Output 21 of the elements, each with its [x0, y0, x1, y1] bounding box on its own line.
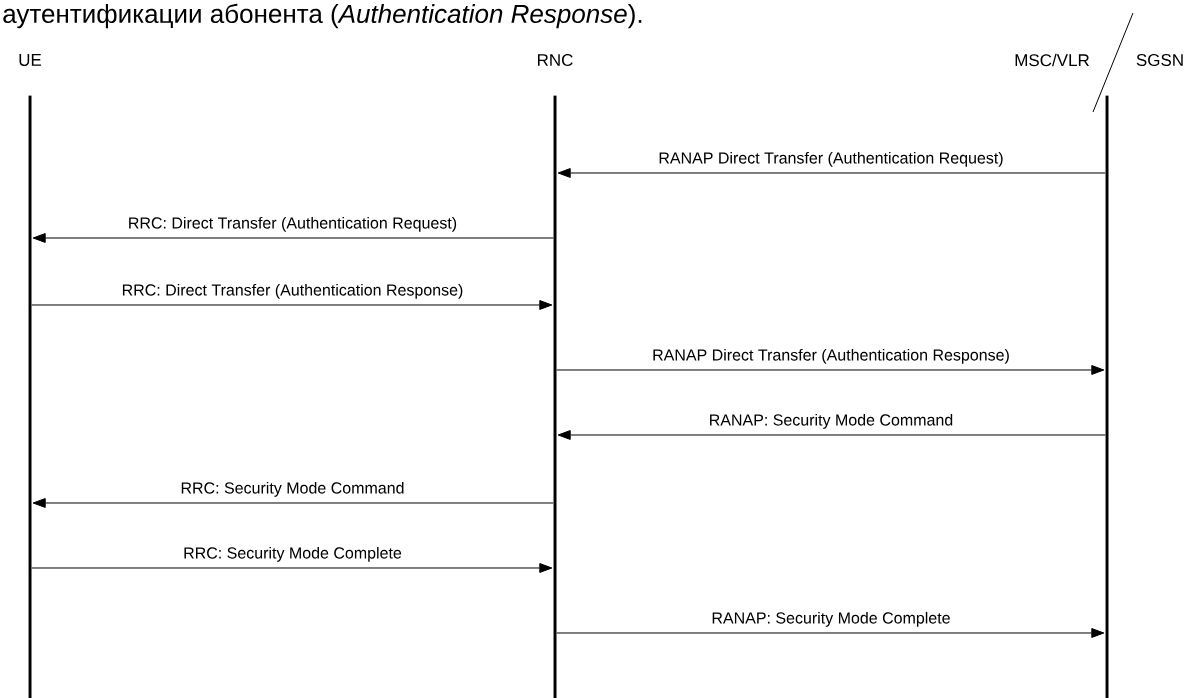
message-arrow	[557, 430, 1106, 440]
message-arrow	[31, 300, 553, 310]
message-label: RRC: Direct Transfer (Authentication Response)	[122, 283, 463, 299]
lifeline-heading: MSC/VLR	[1015, 53, 1089, 67]
message-arrow	[557, 168, 1106, 178]
message-label: RANAP: Security Mode Command	[710, 413, 953, 429]
message-label: RRC: Security Mode Complete	[184, 546, 402, 562]
message-arrow	[556, 365, 1105, 375]
message-label: RANAP Direct Transfer (Authentication Request)	[659, 151, 1003, 167]
lifeline-heading: SGSN	[1136, 54, 1183, 66]
message-arrow	[556, 628, 1105, 638]
message-arrow	[32, 498, 554, 508]
message-arrow	[31, 563, 553, 573]
message-label: RANAP: Security Mode Complete	[712, 611, 950, 627]
message-label: RANAP Direct Transfer (Authentication Response)	[653, 348, 1009, 364]
message-arrow	[32, 233, 554, 243]
lifeline-heading: UE	[19, 54, 42, 66]
lifeline-heading: RNC	[538, 54, 573, 66]
message-label: RRC: Direct Transfer (Authentication Request)	[129, 216, 457, 232]
caption: аутентификации абонента (Authentication Response).	[3, 3, 642, 29]
message-label: RRC: Security Mode Command	[181, 481, 404, 497]
